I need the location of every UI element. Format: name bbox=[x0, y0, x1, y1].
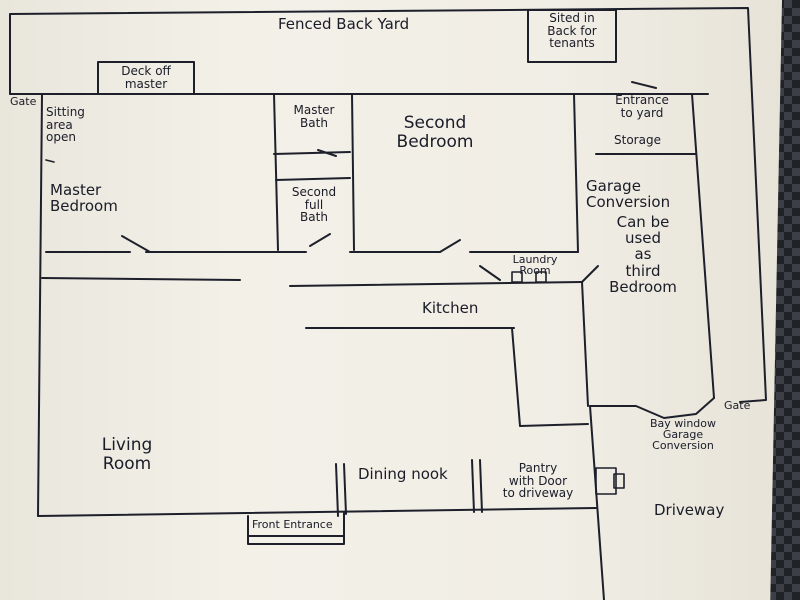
house-bottom-wall bbox=[37, 507, 597, 517]
entrance-to-yard-label: Entrance to yard bbox=[615, 93, 669, 120]
gate-right-label: Gate bbox=[724, 399, 751, 412]
dining-wall-left bbox=[335, 463, 339, 517]
bay-window-label: Bay window Garage Conversion bbox=[649, 417, 717, 453]
driveway-left-line bbox=[589, 405, 605, 600]
storage-label: Storage bbox=[614, 133, 661, 147]
back-yard-fence bbox=[9, 7, 767, 403]
garage-conversion-label: Garage Conversion bbox=[586, 177, 671, 212]
second-full-bath-label: Second full Bath bbox=[291, 185, 337, 225]
master-door-swing bbox=[121, 235, 151, 253]
pantry-wall-1 bbox=[471, 459, 475, 513]
kitchen-label: Kitchen bbox=[422, 299, 479, 317]
bath-wall-left bbox=[273, 93, 279, 251]
tenant-site-label: Sited in Back for tenants bbox=[547, 11, 597, 51]
bath2-door-swing bbox=[309, 233, 331, 247]
pantry-door-step bbox=[613, 473, 625, 489]
third-bedroom-note: Can be used as third Bedroom bbox=[609, 213, 677, 296]
bath-divider-2 bbox=[275, 177, 351, 181]
living-room-label: Living Room bbox=[101, 435, 153, 474]
front-entrance-steps bbox=[247, 511, 345, 545]
kitchen-right-wall bbox=[581, 281, 589, 407]
bath-divider-1 bbox=[273, 151, 351, 155]
kitchen-top-wall bbox=[289, 281, 583, 287]
driveway-label: Driveway bbox=[654, 501, 725, 519]
gate-left-label: Gate bbox=[10, 95, 37, 108]
house-left-wall bbox=[37, 93, 43, 517]
garage-door-swing bbox=[581, 265, 599, 283]
living-hall-wall bbox=[41, 277, 241, 281]
tenant-site-box bbox=[527, 9, 617, 63]
garage-right-wall bbox=[691, 93, 715, 399]
sitting-area-marker bbox=[45, 159, 55, 163]
pantry-label: Pantry with Door to driveway bbox=[502, 461, 574, 501]
garage-left-wall bbox=[573, 93, 579, 253]
washer-symbol bbox=[511, 271, 523, 283]
deck-label: Deck off master bbox=[121, 64, 171, 91]
second-bed-door-swing bbox=[439, 239, 461, 253]
laundry-door-swing bbox=[479, 265, 501, 281]
dryer-symbol bbox=[535, 271, 547, 283]
paper-sheet bbox=[0, 0, 782, 600]
bath-wall-right bbox=[351, 93, 355, 251]
entrance-to-yard-door bbox=[631, 81, 657, 89]
pantry-wall-2 bbox=[479, 459, 483, 513]
master-bath-label: Master Bath bbox=[293, 103, 335, 130]
dining-nook-label: Dining nook bbox=[358, 465, 448, 483]
front-entrance-label: Front Entrance bbox=[252, 518, 333, 531]
kitchen-counter-side bbox=[511, 327, 589, 427]
bay-window bbox=[589, 397, 715, 419]
master-bath-door bbox=[317, 149, 337, 157]
dining-wall-left-2 bbox=[343, 463, 347, 515]
pantry-door-symbol bbox=[595, 467, 617, 495]
deck-outline bbox=[97, 61, 195, 95]
master-bedroom-label: Master Bedroom bbox=[50, 181, 118, 216]
laundry-room-label: Laundry Room bbox=[512, 253, 558, 278]
second-bedroom-label: Second Bedroom bbox=[396, 113, 474, 152]
back-yard-label: Fenced Back Yard bbox=[278, 15, 410, 33]
sitting-area-label: Sitting area open bbox=[46, 105, 85, 145]
